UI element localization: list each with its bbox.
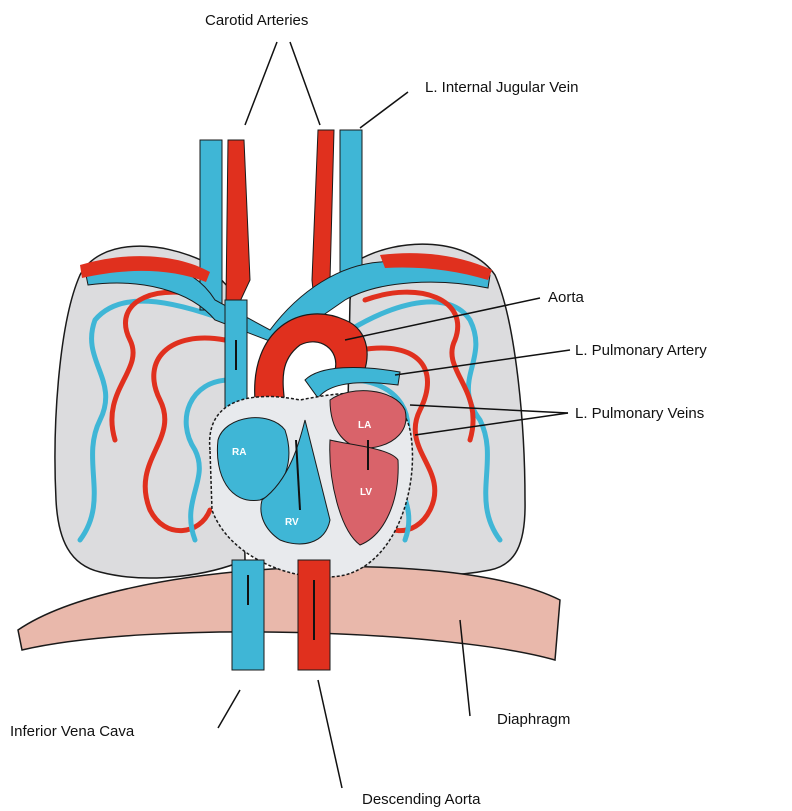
chamber-label-la: LA (358, 420, 371, 431)
right-carotid-artery (226, 140, 250, 310)
label-descending-aorta: Descending Aorta (362, 791, 481, 808)
label-carotid-arteries: Carotid Arteries (205, 12, 308, 29)
label-inferior-vena-cava: Inferior Vena Cava (10, 723, 135, 740)
left-jugular-vein (340, 130, 362, 280)
right-jugular-vein (200, 140, 222, 310)
label-pulmonary-veins: L. Pulmonary Veins (575, 405, 704, 422)
label-aorta: Aorta (548, 289, 585, 306)
left-carotid-artery (312, 130, 334, 300)
label-internal-jugular-vein: L. Internal Jugular Vein (425, 79, 578, 96)
diaphragm (18, 567, 560, 660)
label-pulmonary-artery: L. Pulmonary Artery (575, 342, 707, 359)
chamber-label-rv: RV (285, 517, 299, 528)
chamber-label-lv: LV (360, 487, 372, 498)
label-diaphragm: Diaphragm (497, 711, 570, 728)
chamber-label-ra: RA (232, 447, 246, 458)
